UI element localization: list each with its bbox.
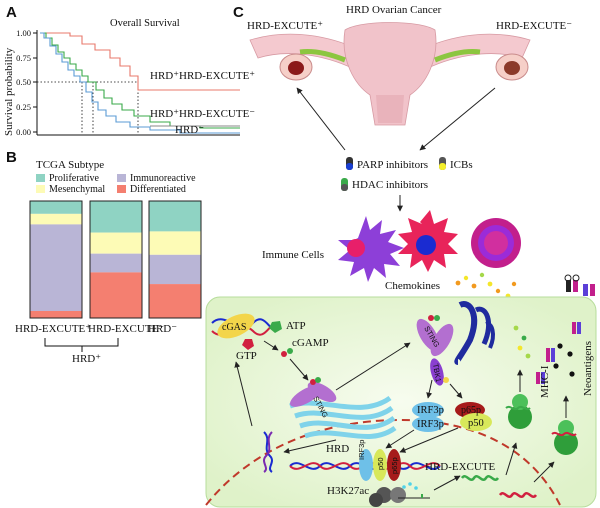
immune-cells-label: Immune Cells <box>262 249 324 261</box>
cgas-label: cGAS <box>222 322 246 333</box>
parp-label: PARP inhibitors <box>357 159 428 171</box>
panel-label-a: A <box>6 4 17 21</box>
icb-receptors <box>564 274 595 296</box>
survival-plot: 1.00 0.75 0.50 0.25 0.00 Survival probab… <box>3 18 255 137</box>
legend-swatch-differentiated <box>117 185 126 193</box>
ovary-left-label: HRD-EXCUTE⁺ <box>247 20 323 32</box>
ribosomes <box>505 394 578 455</box>
bar-segment-immunoreactive <box>149 254 201 285</box>
bar-segment-differentiated <box>90 272 142 318</box>
group-label: HRD⁺ <box>72 353 101 365</box>
atp-label: ATP <box>286 320 306 332</box>
bar-segment-proliferative <box>30 201 82 214</box>
irf3-icon <box>412 402 444 418</box>
mhc-i-icon <box>536 322 581 384</box>
chart-title: Overall Survival <box>110 18 180 29</box>
bar-segment-mesenchymal <box>149 231 201 255</box>
legend-label: Mesenchymal <box>49 184 105 195</box>
legend-swatch-immunoreactive <box>117 174 126 182</box>
bar-outline <box>148 200 202 319</box>
mrna-red <box>498 492 538 498</box>
y-axis-label: Survival probability <box>3 47 15 136</box>
stacked-bars <box>29 200 202 319</box>
bar-segment-proliferative <box>90 201 142 233</box>
arrow-to-left-ovary <box>296 87 346 151</box>
y-ticks: 1.00 0.75 0.50 0.25 0.00 <box>16 28 37 137</box>
p50-on-dna: p50 <box>376 457 385 470</box>
cgamp-label: cGAMP <box>292 337 329 349</box>
bar-segment-immunoreactive <box>90 253 142 273</box>
h3k27ac-label: H3K27ac <box>327 485 369 497</box>
hrd-excute-label: HRD-EXCUTE <box>425 461 496 473</box>
nucleosomes <box>369 482 430 507</box>
p50-label: p50 <box>468 418 484 429</box>
cytosolic-dna <box>263 431 273 473</box>
ovary-right-label: HRD-EXCUTE⁻ <box>496 20 572 32</box>
irf3p-label: IRF3p <box>417 419 444 430</box>
bar-outline <box>89 200 143 319</box>
subtype-legend: Proliferative Immunoreactive Mesenchymal… <box>36 173 196 195</box>
legend-label: Immunoreactive <box>130 173 196 184</box>
sting-tbk1-complex <box>416 315 454 386</box>
cgas-complex <box>211 313 282 350</box>
golgi <box>454 301 495 365</box>
drug-legend: PARP inhibitors ICBs HDAC inhibitors <box>341 157 473 191</box>
arrow-from-right-ovary <box>419 87 496 151</box>
group-bracket <box>44 338 119 347</box>
mhc-label: MHC-I <box>539 365 551 398</box>
legend-label: Proliferative <box>49 173 100 184</box>
ytick-label: 0.75 <box>16 53 31 63</box>
bar-segment-mesenchymal <box>30 213 82 225</box>
ytick-label: 0.25 <box>16 102 31 112</box>
panel-label-c: C <box>233 4 244 21</box>
curve-hrd-pos-excute-pos <box>40 32 240 91</box>
gtp-label: GTP <box>236 350 257 362</box>
hdac-label: HDAC inhibitors <box>352 179 428 191</box>
curve-label-neg: HRD⁻ <box>175 124 204 136</box>
bar-segment-differentiated <box>149 284 201 318</box>
p50-icon <box>460 413 492 431</box>
neoantigen-dots <box>513 325 575 377</box>
ytick-label: 0.00 <box>16 127 31 137</box>
mrna-green <box>460 475 500 481</box>
curve-hrd-neg <box>40 32 240 134</box>
irf3-on-dna: IRF3p <box>357 440 366 460</box>
tbk1-label: TBK1 <box>431 363 443 383</box>
immune-cells <box>338 210 521 282</box>
panel-label-b: B <box>6 149 17 166</box>
ytick-label: 0.50 <box>16 77 31 87</box>
neoantigens-label: Neoantigens <box>582 341 594 396</box>
tumor-cell <box>205 296 597 508</box>
icb-label: ICBs <box>450 159 473 171</box>
bar-outline <box>29 200 83 319</box>
curve-hrd-pos-excute-neg <box>40 32 240 129</box>
curve-label-pos-pos: HRD⁺HRD-EXCUTE⁺ <box>150 70 255 82</box>
p65-on-dna: p65p <box>390 457 399 474</box>
legend-label: Differentiated <box>130 184 186 195</box>
dendritic-cell-icon <box>338 216 404 282</box>
legend-swatch-proliferative <box>36 174 45 182</box>
median-lines <box>37 81 139 135</box>
uterus-illustration <box>249 22 531 126</box>
legend-swatch-mesenchymal <box>36 185 45 193</box>
bar-segment-differentiated <box>30 310 82 318</box>
bar-label-2: HRD-EXCUTE⁻ <box>88 323 164 335</box>
irf3p-label: IRF3p <box>417 405 444 416</box>
hrd-label: HRD <box>326 443 349 455</box>
chemokines-label: Chemokines <box>385 280 440 292</box>
legend-title: TCGA Subtype <box>36 159 104 171</box>
bar-segment-proliferative <box>149 201 201 232</box>
ytick-label: 1.00 <box>16 28 31 38</box>
sting-protein <box>290 377 337 407</box>
bar-label-3: HRD⁻ <box>148 323 177 335</box>
bar-segment-mesenchymal <box>90 232 142 254</box>
uterus-title: HRD Ovarian Cancer <box>346 4 442 16</box>
p65-label: p65p <box>461 405 481 416</box>
bar-segment-immunoreactive <box>30 224 82 311</box>
curve-label-pos-neg: HRD⁺HRD-EXCUTE⁻ <box>150 108 255 120</box>
chemokine-dots <box>455 272 517 299</box>
bar-label-1: HRD-EXCUTE⁺ <box>15 323 91 335</box>
